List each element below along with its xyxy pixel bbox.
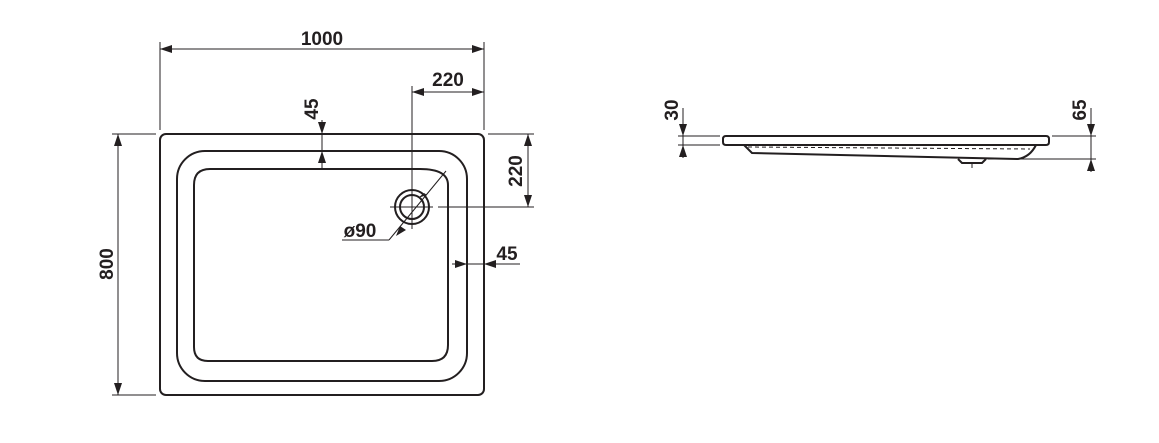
dim-drain-offset-x: 220 <box>411 70 484 185</box>
side-basin <box>743 144 1037 161</box>
dim-height-label: 800 <box>97 248 118 280</box>
tray-basin-floor <box>193 168 449 362</box>
side-rim <box>722 135 1050 146</box>
dim-rim-height-label: 30 <box>662 99 683 120</box>
dim-drain-offset-x-label: 220 <box>432 70 464 91</box>
dim-rim-side-label: 45 <box>496 244 518 265</box>
dim-drain-diameter-label: ø90 <box>344 221 377 242</box>
dim-height: 800 <box>97 133 156 396</box>
dim-total-height-label: 65 <box>1070 99 1091 121</box>
dim-total-height: 65 <box>988 99 1096 172</box>
top-view <box>159 133 485 396</box>
tray-outer-outline <box>159 133 485 396</box>
dim-rim-top-label: 45 <box>302 98 323 120</box>
dim-drain-offset-y-label: 220 <box>506 155 527 187</box>
dim-rim-height: 30 <box>662 99 720 158</box>
dim-width-label: 1000 <box>301 29 343 50</box>
dim-width: 1000 <box>159 29 485 130</box>
side-view <box>722 135 1050 168</box>
tray-rim-edge <box>176 150 468 382</box>
dim-rim-side: 45 <box>452 244 520 268</box>
dim-drain-diameter: ø90 <box>342 170 447 242</box>
dim-drain-offset-y: 220 <box>438 133 534 208</box>
dim-rim-top: 45 <box>302 98 326 169</box>
side-drain <box>957 158 987 164</box>
